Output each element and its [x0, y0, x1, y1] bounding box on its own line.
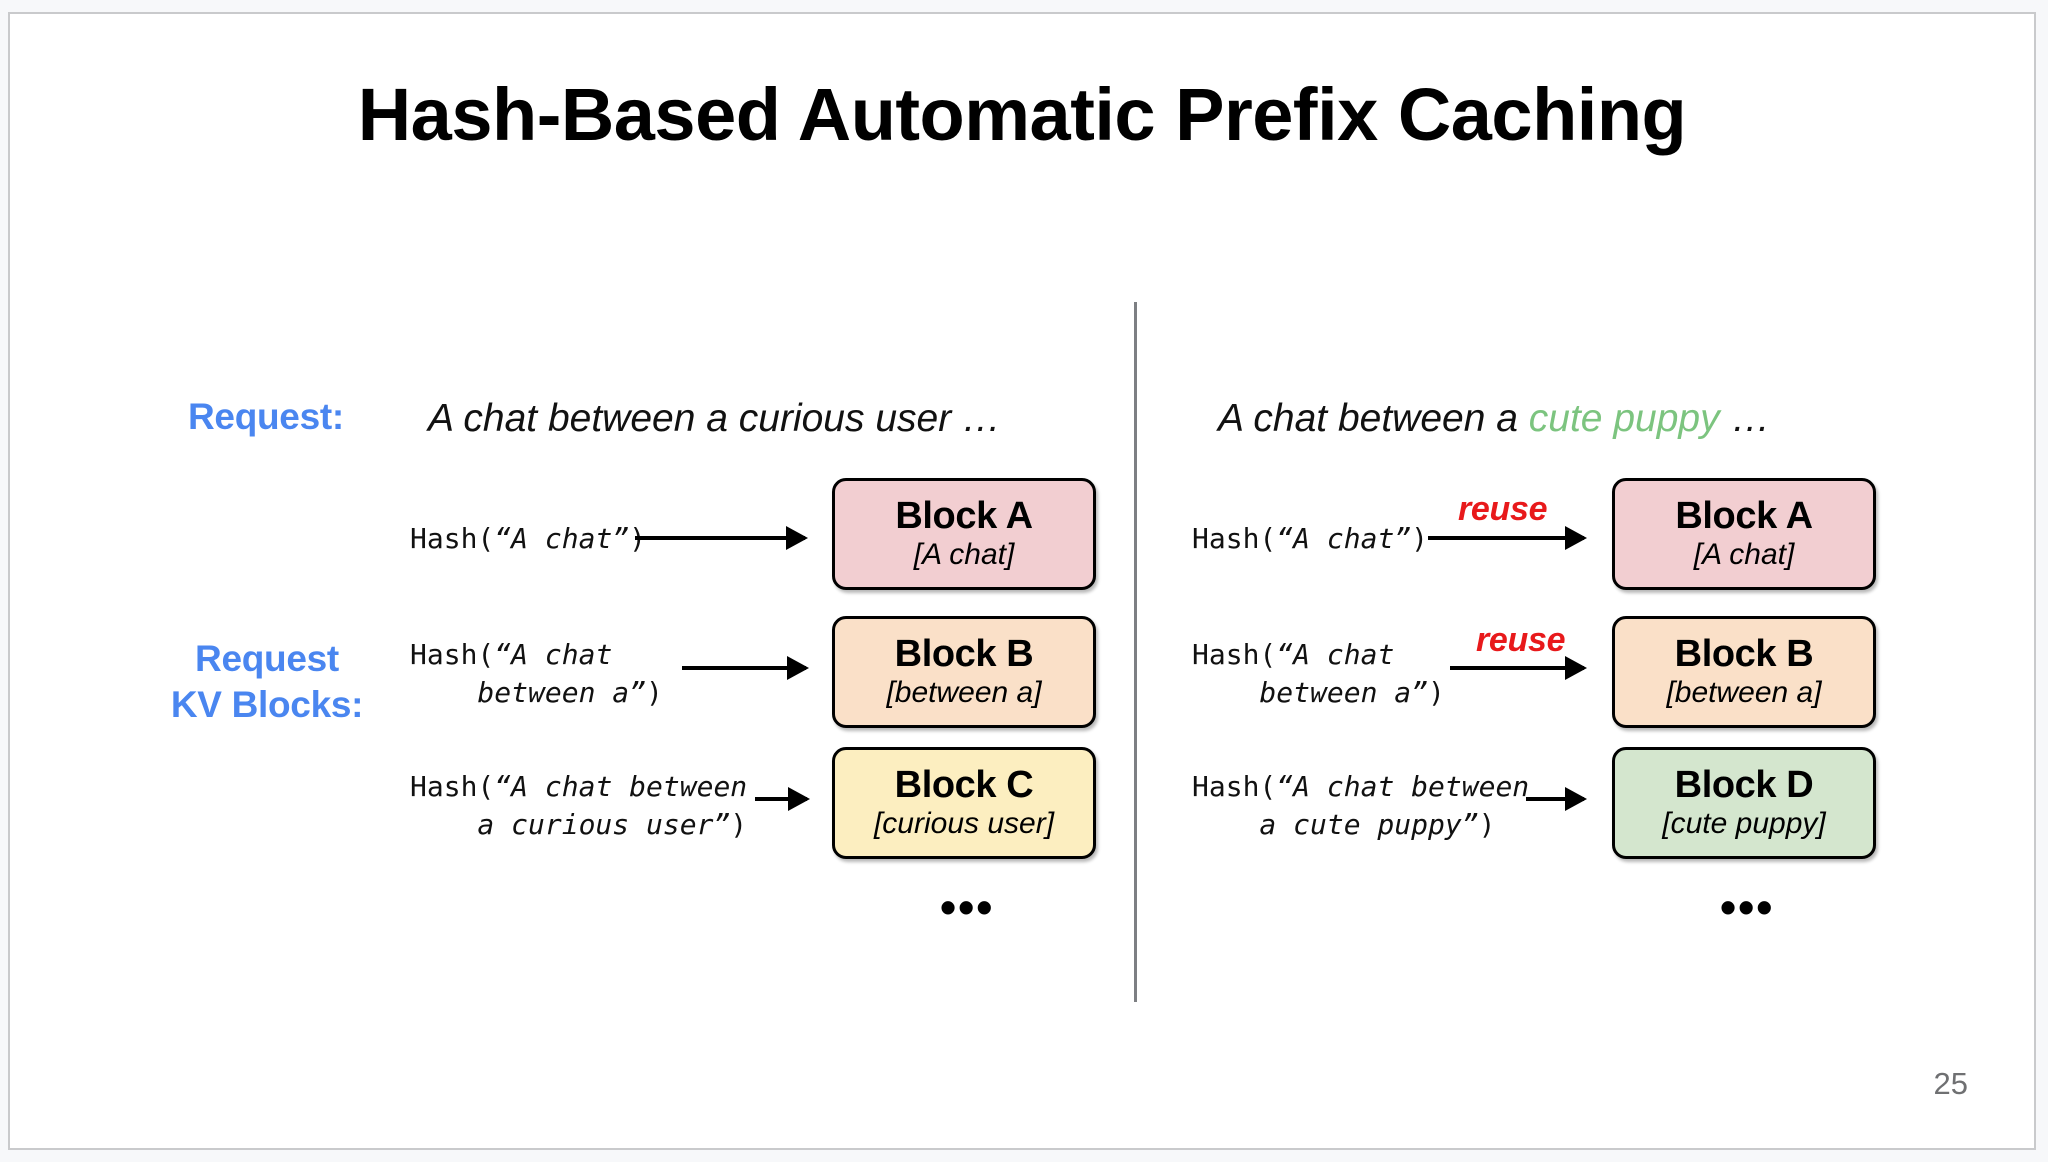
hash-close: ): [1478, 807, 1496, 841]
kv-block-name: Block B: [894, 633, 1034, 676]
left-hash-expression-3: Hash(“A chat between a curious user”): [410, 768, 747, 843]
hash-fn: Hash(: [1192, 522, 1277, 555]
arrow-icon-left-2: [682, 666, 806, 670]
kv-label-line2: KV Blocks:: [170, 683, 364, 725]
right-request-prompt: A chat between a cute puppy …: [1218, 397, 1771, 441]
kv-block-content: [A chat]: [913, 538, 1015, 572]
left-request-prompt: A chat between a curious user …: [428, 397, 1002, 441]
kv-block-content: [cute puppy]: [1662, 807, 1826, 841]
hash-arg: “A chat: [494, 638, 613, 671]
reuse-annotation-2: reuse: [1476, 621, 1566, 659]
hash-fn: Hash(: [410, 522, 495, 555]
kv-block-left-2[interactable]: Block B [between a]: [832, 616, 1096, 728]
arrow-icon-right-2: [1450, 666, 1584, 670]
arrow-icon-right-1: [1428, 536, 1584, 540]
kv-block-content: [curious user]: [873, 807, 1055, 841]
request-kv-blocks-label: Request KV Blocks:: [142, 636, 392, 728]
hash-arg: “A chat”: [1276, 522, 1412, 555]
right-prompt-suffix: …: [1719, 397, 1772, 440]
kv-block-right-3[interactable]: Block D [cute puppy]: [1612, 747, 1876, 859]
kv-block-content: [between a]: [886, 676, 1042, 710]
kv-block-left-3[interactable]: Block C [curious user]: [832, 747, 1096, 859]
kv-block-name: Block A: [895, 495, 1033, 538]
reuse-annotation-1: reuse: [1458, 490, 1548, 528]
right-hash-expression-2: Hash(“A chat between a”): [1192, 636, 1445, 711]
request-label: Request:: [188, 396, 344, 437]
right-prompt-prefix: A chat between a: [1218, 397, 1529, 440]
hash-arg-cont: a curious user”: [410, 807, 731, 841]
kv-block-content: [A chat]: [1693, 538, 1795, 572]
kv-label-line1: Request: [195, 638, 339, 679]
kv-block-name: Block B: [1674, 633, 1814, 676]
hash-close: ): [1411, 522, 1429, 555]
ellipsis-left: •••: [940, 881, 995, 933]
kv-block-left-1[interactable]: Block A [A chat]: [832, 478, 1096, 590]
hash-arg: “A chat between: [1276, 770, 1530, 803]
arrow-icon-left-3: [755, 797, 807, 801]
slide-canvas: Hash-Based Automatic Prefix Caching Requ…: [8, 12, 2036, 1150]
left-hash-expression-1: Hash(“A chat”): [410, 520, 646, 558]
hash-arg: “A chat”: [494, 522, 630, 555]
left-prompt-prefix: A chat between a curious user: [428, 397, 963, 440]
hash-arg-cont: a cute puppy”: [1192, 807, 1479, 841]
ellipsis-right: •••: [1720, 881, 1775, 933]
hash-fn: Hash(: [410, 638, 495, 671]
right-hash-expression-1: Hash(“A chat”): [1192, 520, 1428, 558]
hash-fn: Hash(: [410, 770, 495, 803]
left-prompt-suffix: …: [962, 397, 1003, 440]
arrow-icon-left-1: [635, 536, 805, 540]
kv-block-right-1[interactable]: Block A [A chat]: [1612, 478, 1876, 590]
right-prompt-highlight: cute puppy: [1528, 397, 1720, 440]
hash-close: ): [1428, 675, 1445, 709]
panel-divider: [1134, 302, 1137, 1002]
hash-close: ): [646, 675, 663, 709]
hash-fn: Hash(: [1192, 770, 1277, 803]
kv-block-name: Block A: [1675, 495, 1813, 538]
kv-block-name: Block C: [894, 764, 1034, 807]
arrow-icon-right-3: [1526, 797, 1584, 801]
hash-fn: Hash(: [1192, 638, 1277, 671]
left-hash-expression-2: Hash(“A chat between a”): [410, 636, 663, 711]
kv-block-content: [between a]: [1666, 676, 1822, 710]
hash-close: ): [730, 807, 748, 841]
hash-arg-cont: between a”: [410, 675, 647, 709]
page-number: 25: [1933, 1066, 1968, 1101]
kv-block-name: Block D: [1674, 764, 1814, 807]
hash-arg-cont: between a”: [1192, 675, 1429, 709]
hash-arg: “A chat: [1276, 638, 1395, 671]
right-hash-expression-3: Hash(“A chat between a cute puppy”): [1192, 768, 1529, 843]
kv-block-right-2[interactable]: Block B [between a]: [1612, 616, 1876, 728]
page-title: Hash-Based Automatic Prefix Caching: [357, 73, 1687, 156]
hash-arg: “A chat between: [494, 770, 748, 803]
